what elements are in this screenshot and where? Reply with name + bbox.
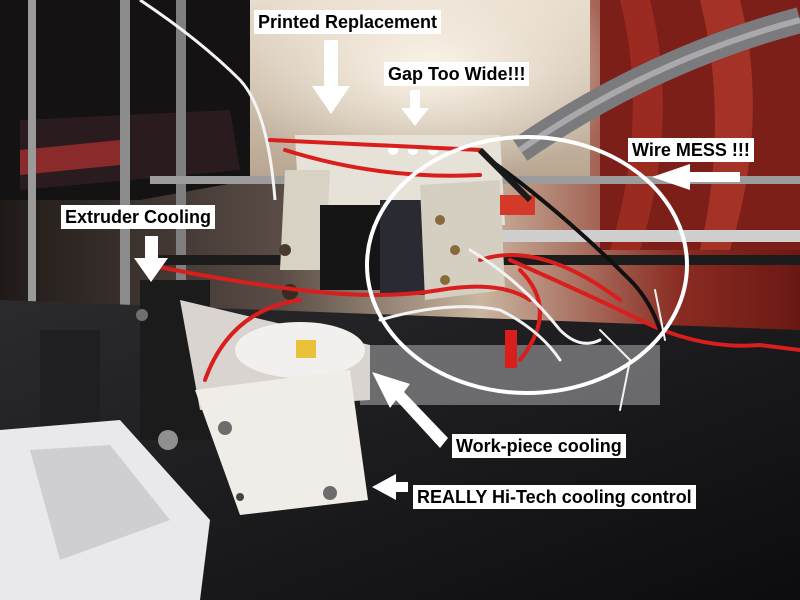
screw [450, 245, 460, 255]
vertical-rod [28, 0, 36, 430]
flap-screw [236, 493, 244, 501]
curtain-fold [700, 0, 753, 250]
label-cooling-control: REALLY Hi-Tech cooling control [413, 485, 696, 509]
flap-screw [323, 486, 337, 500]
arrow-left-icon [652, 164, 740, 190]
cooling-flap [195, 370, 368, 515]
carriage-side [280, 170, 330, 270]
label-extruder-cooling: Extruder Cooling [61, 205, 216, 229]
nozzle-tape [296, 340, 316, 358]
arrow-up-left-icon [372, 372, 448, 448]
arrow-down-icon [401, 90, 429, 126]
zip-tie [477, 147, 533, 203]
wire-heatshrink [505, 330, 517, 368]
arrow-down-icon [134, 236, 168, 282]
arrow-left-icon [372, 474, 408, 500]
screw [440, 275, 450, 285]
extruder-block [420, 180, 505, 300]
motor-connector [380, 200, 425, 295]
label-printed-replacement: Printed Replacement [254, 10, 442, 34]
fan-screw [158, 430, 178, 450]
x-axis-rod-lower [500, 230, 800, 242]
signal-wires [378, 158, 666, 411]
bowden-tube-highlight [518, 17, 800, 153]
label-wire-mess: Wire MESS !!! [628, 138, 754, 162]
red-frame-detail [20, 140, 120, 175]
bolt [279, 244, 291, 256]
label-gap-too-wide: Gap Too Wide!!! [384, 62, 530, 86]
wire-mess-circle [365, 135, 689, 395]
annotation-marks [134, 40, 740, 500]
fan-screw [136, 309, 148, 321]
arrow-down-icon [312, 40, 350, 114]
paper-fold [30, 445, 170, 560]
flap-screw [218, 421, 232, 435]
label-work-piece-cooling: Work-piece cooling [452, 434, 626, 458]
filament [139, 0, 277, 201]
screw [435, 215, 445, 225]
